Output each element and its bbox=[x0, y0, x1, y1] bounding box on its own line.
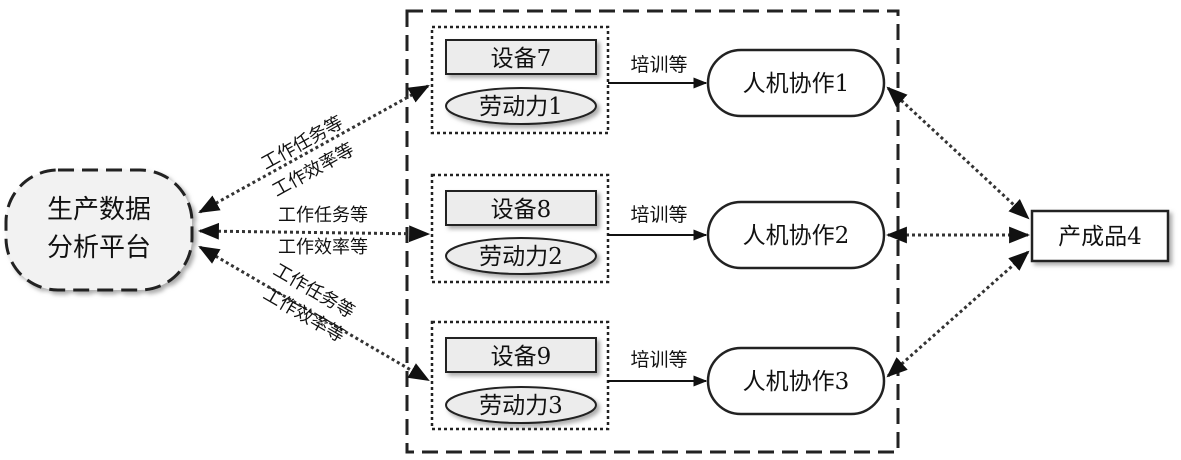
group-2-dotted-frame bbox=[430, 173, 610, 284]
collab1-product-link bbox=[886, 86, 1030, 220]
device-9-box bbox=[445, 337, 597, 373]
edge-label-mid-task: 工作任务等 bbox=[278, 205, 368, 226]
platform-node: 生产数据 分析平台 bbox=[4, 168, 194, 292]
labor-2-label: 劳动力2 bbox=[479, 244, 563, 270]
collab-2-label: 人机协作2 bbox=[743, 223, 850, 249]
group-3: 设备9 劳动力3 bbox=[430, 320, 610, 431]
platform-label-line1: 生产数据 bbox=[47, 195, 151, 225]
group-3-dotted-frame bbox=[430, 320, 610, 431]
labor-1-label: 劳动力1 bbox=[479, 94, 563, 120]
device-8-label: 设备8 bbox=[491, 197, 552, 223]
edge-label-mid-efficiency: 工作效率等 bbox=[278, 237, 368, 258]
group-1: 设备7 劳动力1 bbox=[430, 25, 610, 135]
labor-3-ellipse bbox=[445, 386, 597, 424]
training-label-1: 培训等 bbox=[630, 54, 687, 76]
collab-3-label: 人机协作3 bbox=[743, 369, 850, 395]
group-1-dotted-frame bbox=[430, 25, 610, 135]
platform-group2-link bbox=[197, 222, 431, 243]
labor-2-ellipse bbox=[445, 237, 597, 275]
product-node: 产成品4 bbox=[1030, 209, 1170, 263]
platform-group1-link bbox=[198, 84, 430, 214]
platform-label-line2: 分析平台 bbox=[47, 233, 151, 263]
group-2: 设备8 劳动力2 bbox=[430, 173, 610, 284]
device-7-box bbox=[445, 39, 597, 75]
training-label-2: 培训等 bbox=[630, 204, 687, 226]
collab-node-3: 人机协作3 bbox=[706, 346, 886, 416]
collab-node-1: 人机协作1 bbox=[706, 48, 886, 118]
device-8-box bbox=[445, 190, 597, 226]
platform-group3-link bbox=[198, 245, 430, 382]
collab-1-label: 人机协作1 bbox=[743, 71, 850, 97]
training-label-3: 培训等 bbox=[630, 349, 687, 371]
collab3-product-link bbox=[886, 250, 1030, 378]
device-7-label: 设备7 bbox=[491, 46, 552, 72]
labor-3-label: 劳动力3 bbox=[479, 393, 563, 419]
device-9-label: 设备9 bbox=[491, 344, 552, 370]
product-label: 产成品4 bbox=[1058, 224, 1142, 250]
collab-node-2: 人机协作2 bbox=[706, 200, 886, 270]
labor-1-ellipse bbox=[445, 87, 597, 125]
